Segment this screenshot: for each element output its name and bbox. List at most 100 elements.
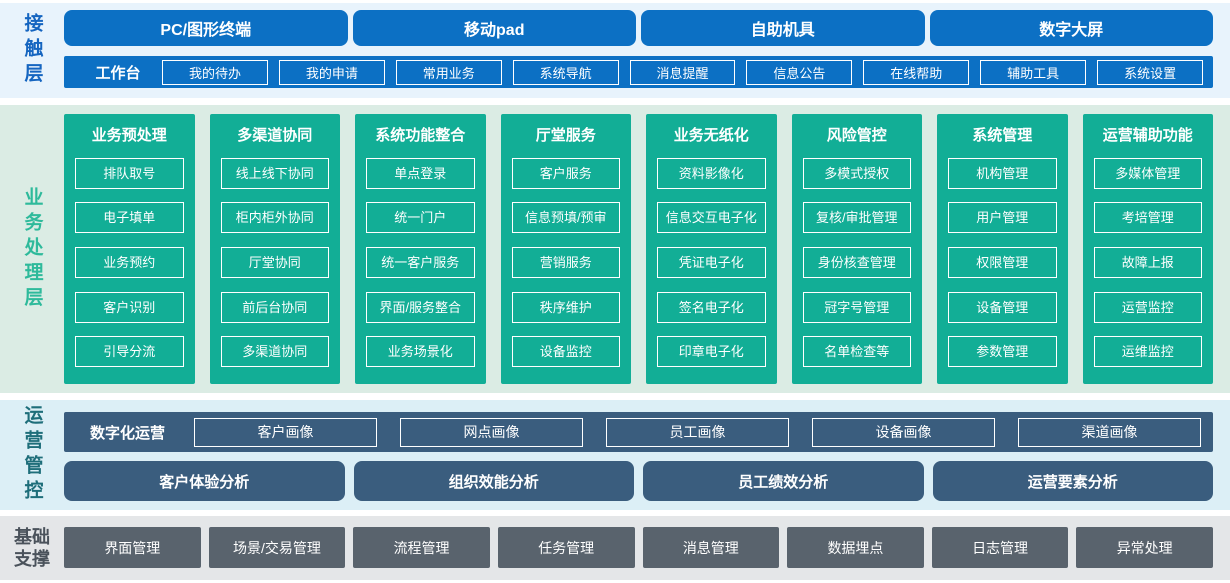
business-column-items: 机构管理 用户管理 权限管理 设备管理 参数管理 <box>948 151 1057 374</box>
terminal-button[interactable]: PC/图形终端 <box>64 10 348 46</box>
workbench-item[interactable]: 辅助工具 <box>980 59 1087 85</box>
terminal-button[interactable]: 数字大屏 <box>929 10 1213 46</box>
business-function-item[interactable]: 电子填单 <box>75 202 184 234</box>
business-function-item[interactable]: 设备监控 <box>511 336 620 368</box>
terminal-button[interactable]: 移动pad <box>352 10 636 46</box>
business-function-item[interactable]: 用户管理 <box>948 202 1057 234</box>
business-function-item[interactable]: 复核/审批管理 <box>802 202 911 234</box>
business-column-title: 多渠道协同 <box>237 127 313 144</box>
business-function-item[interactable]: 签名电子化 <box>657 291 766 323</box>
foundation-button[interactable]: 界面管理 <box>64 527 201 568</box>
contact-layer-content: PC/图形终端 移动pad 自助机具 数字大屏 工作台 我的待办 我的申请 <box>64 3 1213 98</box>
foundation-button[interactable]: 异常处理 <box>1076 527 1213 568</box>
business-function-item[interactable]: 身份核查管理 <box>802 246 911 278</box>
business-function-item[interactable]: 设备管理 <box>948 291 1057 323</box>
business-layer-label: 业务处理层 <box>21 186 43 312</box>
portrait-item[interactable]: 网点画像 <box>400 417 583 447</box>
foundation-row: 界面管理 场景/交易管理 流程管理 任务管理 消息管理 数据埋点 日志管理 异常… <box>64 527 1213 568</box>
business-column-title: 厅堂服务 <box>535 127 596 144</box>
portrait-item[interactable]: 渠道画像 <box>1018 417 1201 447</box>
business-function-item[interactable]: 信息交互电子化 <box>657 202 766 234</box>
business-column: 运营辅助功能 多媒体管理 考培管理 故障上报 运营监控 <box>1082 114 1213 384</box>
foundation-button[interactable]: 数据埋点 <box>787 527 924 568</box>
terminal-button[interactable]: 自助机具 <box>641 10 925 46</box>
business-column: 厅堂服务 客户服务 信息预填/预审 营销服务 秩序维护 <box>500 114 631 384</box>
portrait-item[interactable]: 客户画像 <box>194 417 377 447</box>
operations-layer-label-col: 运营管控 <box>0 400 64 510</box>
business-column: 业务预处理 排队取号 电子填单 业务预约 客户识别 <box>64 114 195 384</box>
business-function-item[interactable]: 前后台协同 <box>220 291 329 323</box>
foundation-button[interactable]: 流程管理 <box>353 527 490 568</box>
business-function-item[interactable]: 印章电子化 <box>657 336 766 368</box>
foundation-button[interactable]: 任务管理 <box>497 527 635 568</box>
business-function-item[interactable]: 客户识别 <box>75 291 184 323</box>
workbench-item[interactable]: 我的待办 <box>162 59 268 85</box>
business-column-items: 单点登录 统一门户 统一客户服务 界面/服务整合 业务场景化 <box>366 151 475 374</box>
workbench-item[interactable]: 系统设置 <box>1097 59 1204 85</box>
workbench-item[interactable]: 我的申请 <box>278 59 385 85</box>
foundation-layer-band: 基础支撑 界面管理 场景/交易管理 流程管理 任务管理 消息管理 数据埋点 日志… <box>0 516 1230 580</box>
operations-layer-content: 数字化运营 客户画像 网点画像 员工画像 设备画像 渠道画像 <box>64 400 1213 510</box>
business-function-item[interactable]: 故障上报 <box>1093 246 1202 278</box>
business-function-item[interactable]: 资料影像化 <box>657 157 766 189</box>
business-column: 系统管理 机构管理 用户管理 权限管理 设备管理 <box>937 114 1068 384</box>
foundation-button[interactable]: 消息管理 <box>642 527 780 568</box>
business-function-item[interactable]: 线上线下协同 <box>220 157 329 189</box>
business-function-item[interactable]: 多渠道协同 <box>220 336 329 368</box>
business-column-title: 系统功能整合 <box>375 127 466 144</box>
business-column-title: 业务无纸化 <box>673 127 749 144</box>
business-function-item[interactable]: 业务场景化 <box>366 336 475 368</box>
business-column-items: 多模式授权 复核/审批管理 身份核查管理 冠字号管理 名单检查等 <box>802 151 911 374</box>
business-function-item[interactable]: 名单检查等 <box>802 336 911 368</box>
business-function-item[interactable]: 多模式授权 <box>802 157 911 189</box>
workbench-item[interactable]: 系统导航 <box>512 59 619 85</box>
workbench-item[interactable]: 常用业务 <box>395 59 502 85</box>
business-column-title: 风险管控 <box>826 127 887 144</box>
portrait-item[interactable]: 设备画像 <box>812 417 995 447</box>
business-column-title: 系统管理 <box>972 127 1033 144</box>
business-function-item[interactable]: 统一客户服务 <box>366 246 475 278</box>
workbench-item[interactable]: 消息提醒 <box>629 59 736 85</box>
business-function-item[interactable]: 运维监控 <box>1093 336 1202 368</box>
business-column-title: 业务预处理 <box>91 127 167 144</box>
workbench-item[interactable]: 在线帮助 <box>863 59 970 85</box>
business-function-item[interactable]: 柜内柜外协同 <box>220 202 329 234</box>
analysis-button[interactable]: 组织效能分析 <box>353 461 634 501</box>
foundation-layer-label-col: 基础支撑 <box>0 516 64 580</box>
foundation-button[interactable]: 场景/交易管理 <box>208 527 346 568</box>
business-function-item[interactable]: 营销服务 <box>511 246 620 278</box>
business-function-item[interactable]: 秩序维护 <box>511 291 620 323</box>
analysis-button[interactable]: 员工绩效分析 <box>643 461 924 501</box>
business-function-item[interactable]: 单点登录 <box>366 157 475 189</box>
business-function-item[interactable]: 权限管理 <box>948 246 1057 278</box>
business-function-item[interactable]: 排队取号 <box>75 157 184 189</box>
digital-operations-label: 数字化运营 <box>90 424 166 442</box>
business-function-item[interactable]: 统一门户 <box>366 202 475 234</box>
portrait-item[interactable]: 员工画像 <box>606 417 789 447</box>
business-function-item[interactable]: 考培管理 <box>1093 202 1202 234</box>
business-column: 多渠道协同 线上线下协同 柜内柜外协同 厅堂协同 前后台协同 <box>209 114 340 384</box>
contact-layer-label-col: 接触层 <box>0 3 64 98</box>
business-function-item[interactable]: 客户服务 <box>511 157 620 189</box>
business-function-item[interactable]: 机构管理 <box>948 157 1057 189</box>
business-function-item[interactable]: 运营监控 <box>1093 291 1202 323</box>
business-layer-label-col: 业务处理层 <box>0 105 64 393</box>
business-function-item[interactable]: 业务预约 <box>75 246 184 278</box>
business-function-item[interactable]: 信息预填/预审 <box>511 202 620 234</box>
workbench-bar: 工作台 我的待办 我的申请 常用业务 系统导航 消息提醒 信息公告 <box>64 56 1213 88</box>
terminal-row: PC/图形终端 移动pad 自助机具 数字大屏 <box>64 10 1213 46</box>
workbench-item[interactable]: 信息公告 <box>746 59 853 85</box>
business-layer-content: 业务预处理 排队取号 电子填单 业务预约 客户识别 <box>64 105 1213 393</box>
analysis-button[interactable]: 客户体验分析 <box>64 461 345 501</box>
business-function-item[interactable]: 冠字号管理 <box>802 291 911 323</box>
business-function-item[interactable]: 界面/服务整合 <box>366 291 475 323</box>
analysis-button[interactable]: 运营要素分析 <box>932 461 1213 501</box>
business-function-item[interactable]: 引导分流 <box>75 336 184 368</box>
business-function-item[interactable]: 多媒体管理 <box>1093 157 1202 189</box>
foundation-button[interactable]: 日志管理 <box>931 527 1069 568</box>
foundation-layer-label: 基础支撑 <box>14 527 50 569</box>
digital-operations-bar: 数字化运营 客户画像 网点画像 员工画像 设备画像 渠道画像 <box>64 412 1213 452</box>
business-function-item[interactable]: 凭证电子化 <box>657 246 766 278</box>
business-function-item[interactable]: 参数管理 <box>948 336 1057 368</box>
business-function-item[interactable]: 厅堂协同 <box>220 246 329 278</box>
